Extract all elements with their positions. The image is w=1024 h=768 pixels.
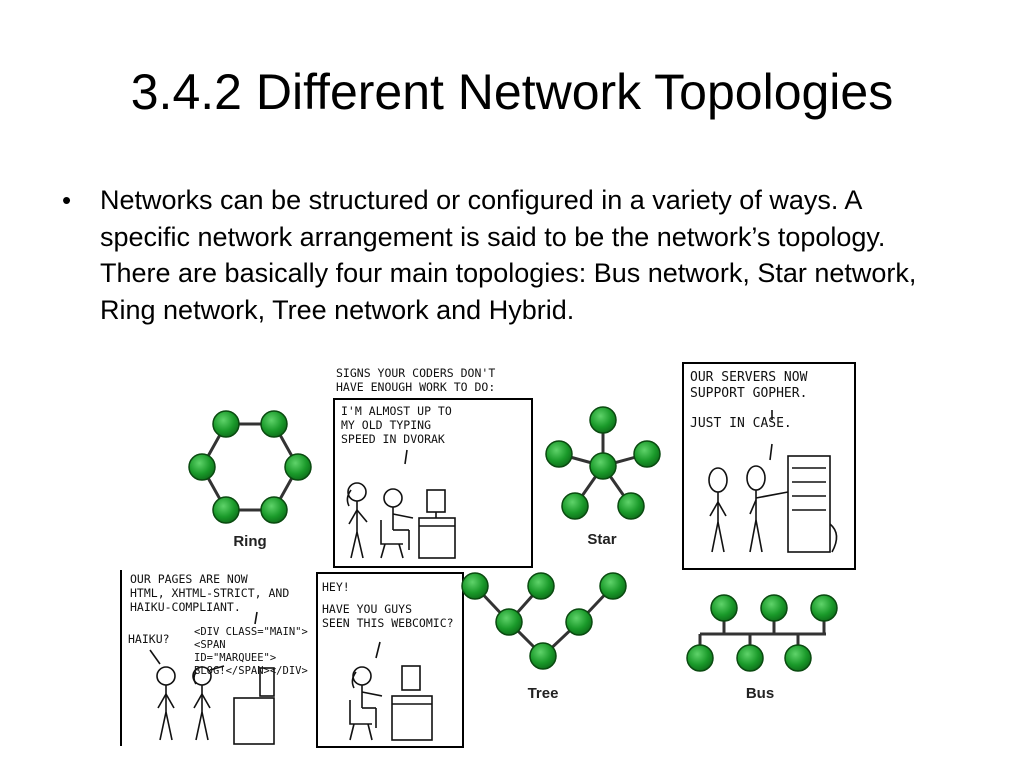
bus-node: [760, 594, 788, 622]
bus-label: Bus: [746, 685, 774, 702]
star-node: [617, 492, 645, 520]
tree-node: [565, 608, 593, 636]
tree-label: Tree: [528, 685, 559, 702]
star-diagram: Star: [545, 406, 661, 548]
bus-node: [810, 594, 838, 622]
ring-label: Ring: [233, 533, 266, 550]
slide-title: 3.4.2 Different Network Topologies: [130, 64, 894, 120]
tree-node: [495, 608, 523, 636]
ring-node: [212, 496, 240, 524]
ring-diagram: Ring: [188, 410, 312, 550]
bullet-text: Networks can be structured or configured…: [100, 185, 917, 325]
star-node: [561, 492, 589, 520]
tree-diagram: Tree: [461, 572, 627, 702]
coders-comic-caption: SIGNS YOUR CODERS DON'T HAVE ENOUGH WORK…: [336, 366, 496, 394]
bus-node: [686, 644, 714, 672]
bus-node: [784, 644, 812, 672]
ring-node: [260, 496, 288, 524]
ring-node: [260, 410, 288, 438]
bus-diagram: Bus: [686, 594, 838, 702]
star-node: [633, 440, 661, 468]
star-node: [545, 440, 573, 468]
star-hub-node: [589, 452, 617, 480]
gopher-comic-drawing: [708, 410, 838, 553]
ring-node: [212, 410, 240, 438]
hey-comic-drawing: [349, 641, 433, 741]
ring-node: [284, 453, 312, 481]
tree-node: [599, 572, 627, 600]
haiku-comic-drawing: [149, 611, 275, 745]
ring-node: [188, 453, 216, 481]
hey-comic-panel: HEY! HAVE YOU GUYS SEEN THIS WEBCOMIC?: [316, 572, 464, 748]
tree-root-node: [529, 642, 557, 670]
gopher-comic-panel: OUR SERVERS NOW SUPPORT GOPHER. JUST IN …: [682, 362, 856, 570]
haiku-question: HAIKU?: [128, 632, 170, 646]
tree-node: [527, 572, 555, 600]
bus-node: [736, 644, 764, 672]
star-label: Star: [587, 531, 616, 548]
bus-node: [710, 594, 738, 622]
coders-comic-panel: I'M ALMOST UP TO MY OLD TYPING SPEED IN …: [333, 398, 533, 568]
bullet-marker: •: [62, 185, 72, 215]
coders-comic-drawing: [346, 449, 456, 559]
star-node: [589, 406, 617, 434]
tree-node: [461, 572, 489, 600]
haiku-comic-panel: OUR PAGES ARE NOW HTML, XHTML-STRICT, AN…: [120, 570, 312, 746]
